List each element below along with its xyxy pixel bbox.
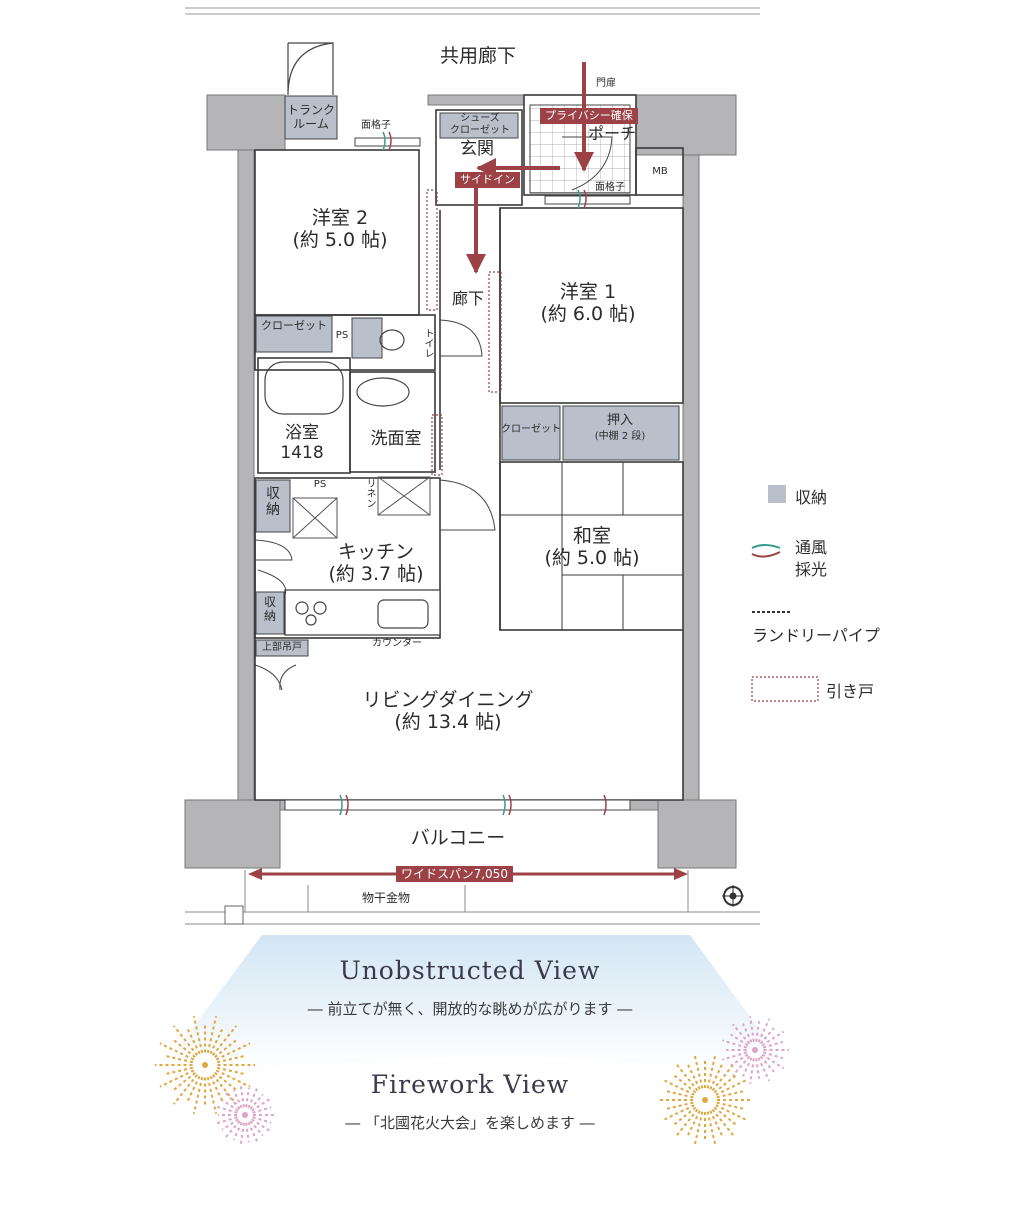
compass-icon [722, 885, 744, 907]
wide-span-tag: ワイドスパン7,050 [396, 866, 513, 882]
legend-ventilation: 通風 [795, 538, 828, 557]
linen-label: リネン [364, 478, 375, 508]
trunk-room-box [284, 95, 338, 140]
stove-icon [295, 601, 327, 626]
view1-title: Unobstructed View [339, 956, 601, 985]
tatami-lines [500, 462, 683, 630]
legend-vent-icon [751, 544, 781, 549]
view2-subtitle: ― 「北國花火大会」を楽しめます ― [345, 1114, 595, 1132]
entry-door-swing [287, 42, 334, 96]
closet-left-label: クローゼット [261, 319, 327, 332]
hallway-label: 廊下 [451, 289, 485, 308]
view2-title: Firework View [370, 1070, 570, 1099]
room2-label: 洋室 2(約 5.0 帖) [292, 207, 388, 251]
oshiire-label: 押入(中棚 2 段) [594, 413, 646, 442]
storage-label-2: 収納 [263, 595, 277, 623]
closet-right-box [501, 405, 561, 461]
outer-walls [184, 94, 737, 869]
storage-label-1: 収納 [266, 486, 280, 519]
bathtub-icon [264, 361, 344, 415]
legend-laundry-pipe: ランドリーパイプ [752, 626, 880, 645]
side-in-tag: サイドイン [455, 172, 520, 188]
firework-pink-left [214, 1083, 277, 1147]
counter-label: カウンター [372, 638, 422, 649]
toilet-icon [379, 329, 405, 351]
mb-label: MB [652, 166, 668, 177]
room1-label: 洋室 1(約 6.0 帖) [540, 281, 636, 325]
legend-lighting: 採光 [795, 560, 828, 579]
ps-label-1: PS [335, 330, 349, 341]
ps-label-2: PS [313, 479, 327, 490]
oshiire-box [562, 405, 680, 461]
firework-orange-right [657, 1052, 753, 1148]
firework-orange-left [155, 1016, 255, 1114]
firework-pink-right [722, 1016, 789, 1084]
sink-icon [377, 599, 429, 629]
living-label: リビングダイニング(約 13.4 帖) [362, 689, 534, 733]
corridor-label: 共用廊下 [439, 45, 517, 67]
grille-label-2: 面格子 [595, 182, 625, 193]
drying-hardware-label: 物干金物 [361, 891, 411, 905]
shoe-closet-box [439, 112, 519, 139]
vent-light-markers [339, 131, 607, 816]
legend-sliding-icon [751, 676, 819, 702]
trunk-room-label: トランクルーム [286, 103, 336, 131]
privacy-tag: プライバシー確保 [540, 108, 638, 124]
shoe-closet-label: シューズクローゼット [450, 113, 510, 136]
legend-light-icon [751, 551, 781, 558]
closet-left-box [255, 315, 333, 353]
legend-storage-swatch [768, 485, 786, 503]
grille-label-1: 面格子 [361, 120, 391, 131]
toilet-room-box [351, 317, 383, 359]
washbasin-icon [356, 377, 410, 407]
upper-cabinet-label: 上部吊戸 [262, 642, 302, 653]
view-sky-gradient [150, 935, 800, 1085]
gate-label: 門扉 [596, 78, 616, 89]
closet-right-label: クローゼット [501, 424, 561, 435]
legend-sliding-door: 引き戸 [826, 682, 875, 701]
genkan-label: 玄関 [460, 139, 494, 159]
view1-subtitle: ― 前立てが無く、開放的な眺めが広がります ― [307, 1000, 633, 1018]
storage-box-2 [255, 591, 285, 635]
upper-cabinet-box [255, 639, 309, 657]
toilet-label: トイレ [422, 328, 433, 358]
kitchen-label: キッチン(約 3.7 帖) [328, 541, 424, 585]
porch-label: ポーチ [587, 124, 637, 143]
storage-box-1 [255, 479, 291, 533]
balcony-label: バルコニー [410, 827, 506, 849]
legend-storage: 収納 [795, 488, 828, 507]
washroom-label: 洗面室 [370, 429, 422, 449]
washitsu-label: 和室(約 5.0 帖) [544, 525, 640, 569]
kitchen-counter [284, 589, 441, 636]
